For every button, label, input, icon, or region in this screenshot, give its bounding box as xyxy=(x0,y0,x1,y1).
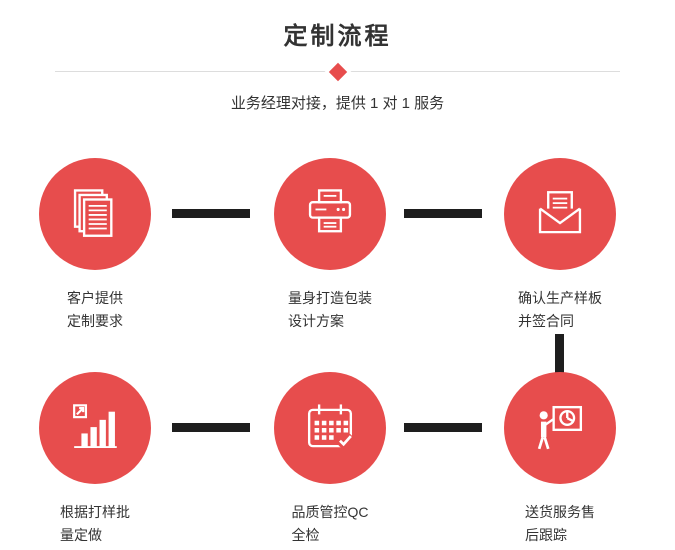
step-5-label-line1: 品质管控QC xyxy=(291,504,369,520)
subtitle: 业务经理对接，提供 1 对 1 服务 xyxy=(230,95,445,112)
printer-icon xyxy=(308,189,352,233)
step-4-label-line1: 根据打样批 xyxy=(60,504,130,520)
step-3-label: 确认生产样板 并签合同 xyxy=(504,287,616,333)
step-6-label: 送货服务售 后跟踪 xyxy=(504,501,616,547)
step-2-label-line1: 量身打造包装 xyxy=(288,290,372,306)
step-4-circle xyxy=(39,372,151,484)
step-5: 品质管控QC 全检 xyxy=(274,372,386,547)
step-1-circle xyxy=(39,158,151,270)
step-1-label-line2: 定制要求 xyxy=(67,313,123,329)
step-6-label-line2: 后跟踪 xyxy=(525,527,567,543)
step-2-label-line2: 设计方案 xyxy=(288,313,344,329)
step-3-label-line1: 确认生产样板 xyxy=(518,290,602,306)
presentation-icon xyxy=(537,405,583,450)
step-4: 根据打样批 量定做 xyxy=(39,372,151,547)
step-5-label-line2: 全检 xyxy=(291,527,320,543)
connector-row1-left xyxy=(172,209,250,218)
step-1-label: 客户提供 定制要求 xyxy=(39,287,151,333)
step-4-label-line2: 量定做 xyxy=(60,527,102,543)
step-3: 确认生产样板 并签合同 xyxy=(504,158,616,333)
step-4-label: 根据打样批 量定做 xyxy=(39,501,151,547)
step-3-label-line2: 并签合同 xyxy=(518,313,574,329)
step-5-circle xyxy=(274,372,386,484)
step-2-circle xyxy=(274,158,386,270)
step-2: 量身打造包装 设计方案 xyxy=(274,158,386,333)
connector-row2-left xyxy=(172,423,250,432)
step-6-label-line1: 送货服务售 xyxy=(525,504,595,520)
step-5-label: 品质管控QC 全检 xyxy=(274,501,386,547)
envelope-icon xyxy=(538,191,582,234)
connector-row2-right xyxy=(404,423,482,432)
step-3-circle xyxy=(504,158,616,270)
step-2-label: 量身打造包装 设计方案 xyxy=(274,287,386,333)
step-6-circle xyxy=(504,372,616,484)
step-1-label-line1: 客户提供 xyxy=(67,290,123,306)
divider-line xyxy=(55,62,620,81)
bar-chart-icon xyxy=(73,404,117,448)
documents-icon xyxy=(73,189,113,237)
connector-vertical xyxy=(555,334,564,374)
step-6: 送货服务售 后跟踪 xyxy=(504,372,616,547)
diamond-icon xyxy=(328,62,347,81)
page-title: 定制流程 xyxy=(283,23,392,50)
connector-row1-right xyxy=(404,209,482,218)
step-1: 客户提供 定制要求 xyxy=(39,158,151,333)
calendar-icon xyxy=(307,404,354,449)
